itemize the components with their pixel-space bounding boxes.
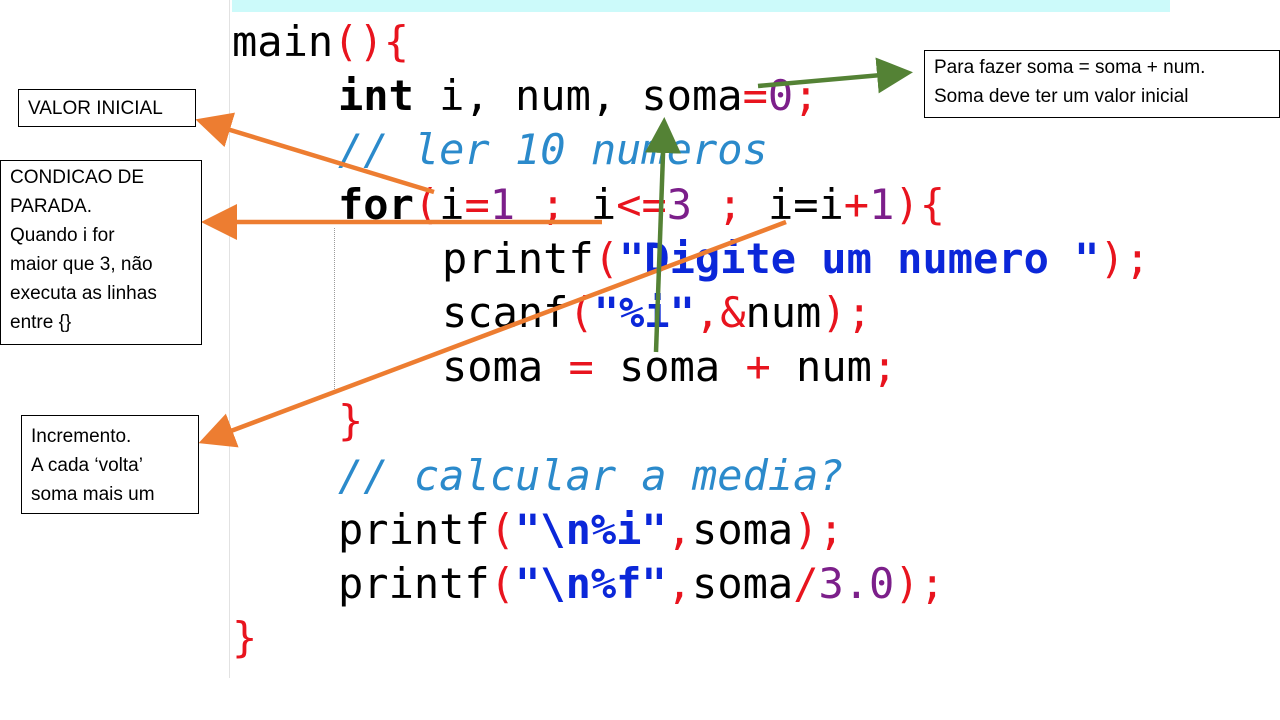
code-line-for-close: } [338, 396, 364, 445]
editor-gutter-line [229, 0, 230, 678]
code-line-main-close: } [232, 613, 258, 662]
annotation-soma-inicial: Para fazer soma = soma + num. Soma deve … [924, 50, 1280, 118]
code-line-soma: soma = soma + num; [442, 342, 898, 391]
arrow-valor-inicial [195, 112, 435, 195]
arrow-soma-up [645, 117, 682, 353]
annotation-condicao-parada: CONDICAO DE PARADA. Quando i for maior q… [0, 160, 202, 345]
code-line-printf-media: printf("\n%f",soma/3.0); [338, 559, 945, 608]
editor-top-bar [232, 0, 1170, 12]
indent-guide [334, 228, 335, 393]
arrow-incremento [198, 219, 787, 448]
code-line-main: main(){ [232, 17, 410, 66]
code-line-decl: int​ i, num, soma=0; [338, 71, 819, 120]
annotation-incremento: Incremento. A cada ‘volta’ soma mais um [21, 415, 199, 514]
decl-vars: i, num, soma [413, 71, 743, 120]
arrow-soma-box [757, 57, 913, 94]
code-line-scanf: scanf("%i",&num); [442, 288, 872, 337]
code-line-printf-soma: printf("\n%i",soma); [338, 505, 844, 554]
code-comment-media: // calcular a media? [338, 451, 844, 500]
annotation-valor-inicial: VALOR INICIAL [18, 89, 196, 127]
